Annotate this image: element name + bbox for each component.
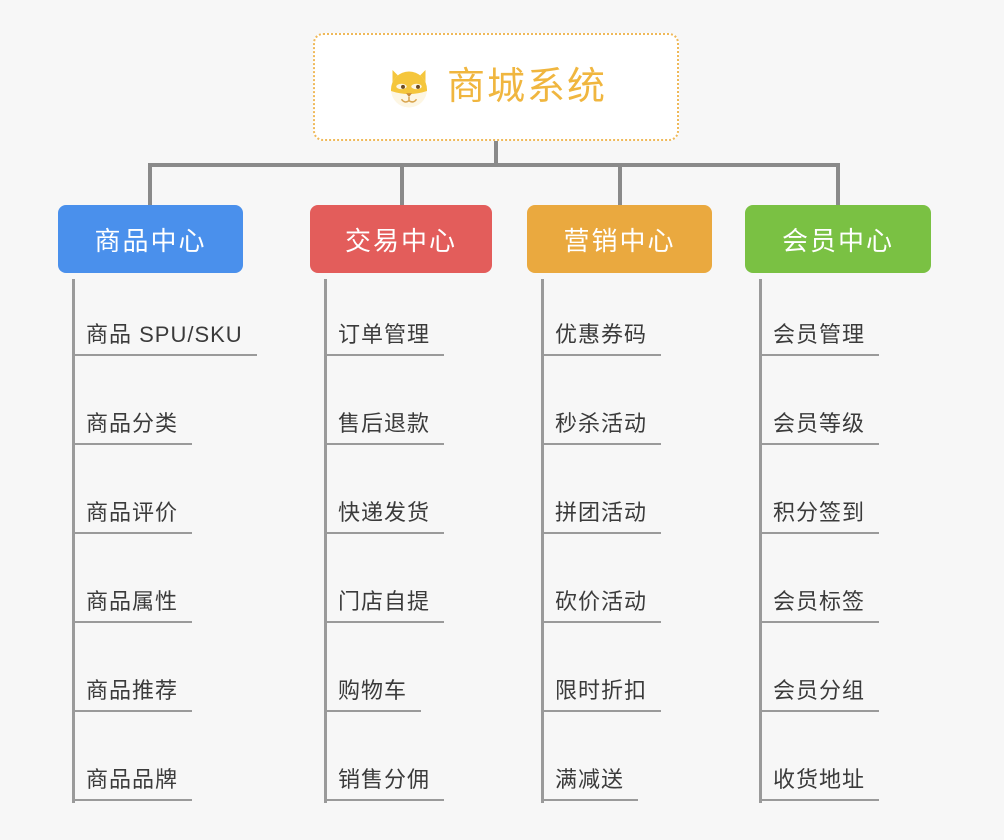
leaf-item-label: 积分签到 bbox=[773, 500, 866, 525]
leaf-item[interactable]: 会员等级 bbox=[759, 405, 880, 445]
horizontal-bus-connector bbox=[150, 163, 840, 167]
leaf-item-label: 门店自提 bbox=[338, 589, 431, 614]
leaf-item[interactable]: 满减送 bbox=[541, 761, 639, 801]
leaf-item-label: 商品品牌 bbox=[86, 767, 179, 792]
leaf-item[interactable]: 会员管理 bbox=[759, 316, 880, 356]
leaf-item[interactable]: 砍价活动 bbox=[541, 583, 662, 623]
category-box-trade-center[interactable]: 交易中心 bbox=[310, 205, 492, 273]
leaf-item-label: 商品推荐 bbox=[86, 678, 179, 703]
leaf-item-label: 商品 SPU/SKU bbox=[86, 322, 243, 347]
leaf-item-label: 会员标签 bbox=[773, 589, 866, 614]
leaf-item-label: 满减送 bbox=[555, 767, 625, 792]
branch-trunk-member-center bbox=[759, 279, 762, 803]
root-title: 商城系统 bbox=[446, 66, 607, 108]
leaf-item[interactable]: 收货地址 bbox=[759, 761, 880, 801]
category-box-member-center[interactable]: 会员中心 bbox=[745, 205, 931, 273]
leaf-item[interactable]: 拼团活动 bbox=[541, 494, 662, 534]
leaf-item-label: 会员等级 bbox=[773, 411, 866, 436]
leaf-item-label: 限时折扣 bbox=[555, 678, 648, 703]
category-box-product-center[interactable]: 商品中心 bbox=[58, 205, 243, 273]
leaf-item-label: 秒杀活动 bbox=[555, 411, 648, 436]
drop-connector-2 bbox=[400, 163, 404, 205]
leaf-item-label: 会员管理 bbox=[773, 322, 866, 347]
leaf-item-label: 快递发货 bbox=[338, 500, 431, 525]
leaf-item-label: 售后退款 bbox=[338, 411, 431, 436]
category-label: 会员中心 bbox=[781, 225, 894, 256]
leaf-item-label: 商品属性 bbox=[86, 589, 179, 614]
leaf-item[interactable]: 销售分佣 bbox=[324, 761, 445, 801]
leaf-item[interactable]: 商品推荐 bbox=[72, 672, 193, 712]
category-label: 营销中心 bbox=[563, 225, 676, 256]
leaf-item-label: 订单管理 bbox=[338, 322, 431, 347]
leaf-item[interactable]: 秒杀活动 bbox=[541, 405, 662, 445]
drop-connector-1 bbox=[148, 163, 152, 205]
leaf-item[interactable]: 商品 SPU/SKU bbox=[72, 316, 257, 356]
leaf-item[interactable]: 售后退款 bbox=[324, 405, 445, 445]
drop-connector-3 bbox=[618, 163, 622, 205]
leaf-item-label: 拼团活动 bbox=[555, 500, 648, 525]
branch-trunk-marketing-center bbox=[541, 279, 544, 803]
leaf-item[interactable]: 订单管理 bbox=[324, 316, 445, 356]
leaf-item[interactable]: 商品属性 bbox=[72, 583, 193, 623]
leaf-item-label: 收货地址 bbox=[773, 767, 866, 792]
leaf-item-label: 会员分组 bbox=[773, 678, 866, 703]
category-label: 交易中心 bbox=[344, 225, 457, 256]
shiba-dog-face-icon bbox=[390, 70, 427, 108]
leaf-item-label: 优惠券码 bbox=[555, 322, 648, 347]
leaf-item[interactable]: 门店自提 bbox=[324, 583, 445, 623]
root-node-shop-system[interactable]: 商城系统 bbox=[313, 33, 679, 141]
leaf-item-label: 商品评价 bbox=[86, 500, 179, 525]
leaf-item-label: 购物车 bbox=[338, 678, 408, 703]
leaf-item-label: 商品分类 bbox=[86, 411, 179, 436]
branch-trunk-product-center bbox=[72, 279, 75, 803]
leaf-item[interactable]: 优惠券码 bbox=[541, 316, 662, 356]
leaf-item[interactable]: 快递发货 bbox=[324, 494, 445, 534]
root-stem-connector bbox=[494, 141, 498, 166]
leaf-item[interactable]: 商品品牌 bbox=[72, 761, 193, 801]
leaf-item[interactable]: 会员标签 bbox=[759, 583, 880, 623]
leaf-item[interactable]: 商品分类 bbox=[72, 405, 193, 445]
leaf-item[interactable]: 会员分组 bbox=[759, 672, 880, 712]
branch-trunk-trade-center bbox=[324, 279, 327, 803]
leaf-item[interactable]: 商品评价 bbox=[72, 494, 193, 534]
leaf-item-label: 销售分佣 bbox=[338, 767, 431, 792]
category-label: 商品中心 bbox=[94, 225, 207, 256]
leaf-item[interactable]: 积分签到 bbox=[759, 494, 880, 534]
category-box-marketing-center[interactable]: 营销中心 bbox=[527, 205, 712, 273]
leaf-item[interactable]: 限时折扣 bbox=[541, 672, 662, 712]
drop-connector-4 bbox=[836, 163, 840, 205]
leaf-item[interactable]: 购物车 bbox=[324, 672, 422, 712]
leaf-item-label: 砍价活动 bbox=[555, 589, 648, 614]
